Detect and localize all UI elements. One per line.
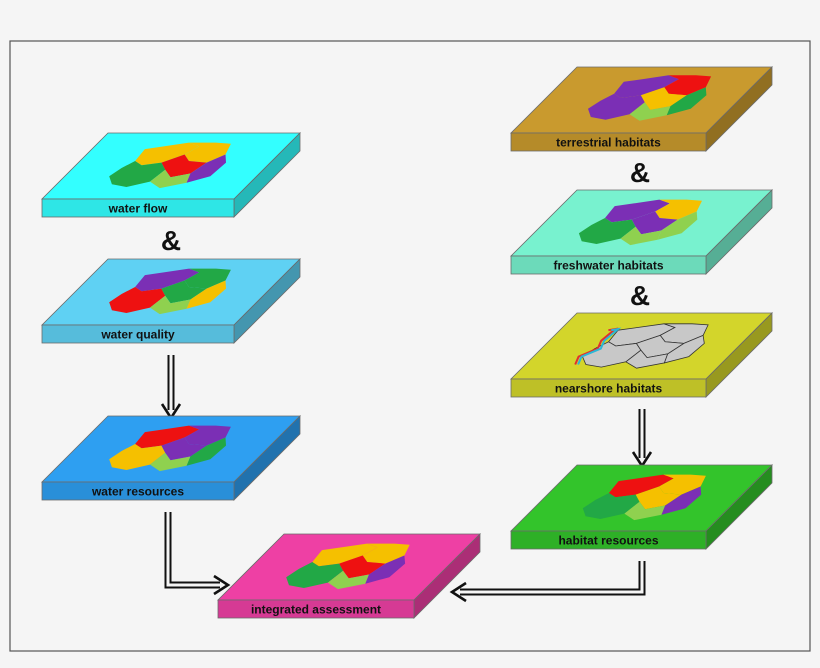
water-resources-map [109,425,231,472]
arrow-habitat-resources-to-integrated-assessment [449,561,646,603]
freshwater-habitats-map [578,199,702,246]
integrated-assessment-layer: integrated assessment [217,533,481,619]
terrestrial-habitats-map-region-a [614,75,679,98]
nearshore-habitats-map [574,323,709,369]
nearshore-habitats-layer: nearshore habitats [510,312,773,398]
integrated-assessment-label: integrated assessment [251,603,381,617]
integrated-assessment-map-region-d [339,555,386,579]
terrestrial-habitats-map-region-b [664,75,712,96]
freshwater-habitats-map-region-f [657,211,698,240]
water-quality-label: water quality [100,328,175,342]
water-quality-front-face [41,324,235,344]
water-quality-map-region-d [161,280,207,304]
water-resources-map-region-a [135,425,200,449]
water-resources-map-region-e [150,452,191,472]
water-flow-map [109,142,231,189]
ampersand-terrestrial-habitats: & [630,157,650,188]
water-resources-label: water resources [91,485,184,499]
water-quality-map-region-b [184,268,231,289]
water-flow-map-region-d [161,154,207,178]
water-quality-map-region-f [186,280,226,309]
arrow-water-resources-to-integrated-assessment [164,512,231,596]
habitat-resources-front-face [510,530,707,550]
integrated-assessment-map-region-b [362,543,410,564]
ampersand-freshwater-habitats: & [630,280,650,311]
water-resources-front-face [41,481,235,501]
freshwater-habitats-map-region-a [605,199,670,223]
water-flow-map-region-f [186,154,226,183]
nearshore-habitats-label: nearshore habitats [555,382,663,396]
arrow-shaft-inner [166,512,220,587]
habitat-resources-map [582,474,706,521]
terrestrial-habitats-map-region-e [629,102,671,121]
habitat-resources-map-region-d [635,486,682,510]
water-resources-map-region-d [161,437,207,461]
ampersand-water-flow: & [161,225,181,256]
nearshore-habitats-map-region-f [663,334,705,364]
freshwater-habitats-map-region-b [655,199,702,220]
water-resources-map-region-c [109,444,166,470]
water-resources-layer: water resources [41,415,301,501]
integrated-assessment-map-region-a [312,543,378,567]
water-resources-map-region-f [186,437,226,466]
water-quality-map-region-e [150,295,191,315]
water-resources-map-region-b [184,425,231,446]
habitat-resources-layer: habitat resources [510,464,773,550]
habitat-resources-map-region-a [608,474,674,498]
freshwater-habitats-layer: freshwater habitats [510,189,773,275]
terrestrial-habitats-front-face [510,132,707,152]
arrow-shaft-inner [460,561,644,594]
water-quality-map [109,268,231,315]
water-flow-front-face [41,198,235,218]
water-flow-map-region-c [109,161,166,187]
habitat-resources-map-region-e [624,501,666,521]
water-flow-map-region-e [150,169,191,189]
terrestrial-habitats-map-region-d [640,87,687,110]
integrated-assessment-map-region-e [327,570,369,590]
integrated-assessment-map-region-f [365,555,406,584]
terrestrial-habitats-layer: terrestrial habitats [510,66,773,152]
layer-plates: water flow water quality water resources in… [41,66,773,619]
water-flow-map-region-a [135,142,200,166]
water-quality-map-region-c [109,287,166,313]
habitat-resources-map-region-c [582,493,640,519]
freshwater-habitats-map-region-c [578,218,636,244]
terrestrial-habitats-map-region-c [588,93,645,120]
water-flow-layer: water flow [41,132,301,218]
connectors: & & & [161,157,653,603]
arrow-head [213,574,231,596]
water-quality-layer: water quality [41,258,301,344]
freshwater-habitats-map-region-e [620,226,662,246]
freshwater-habitats-label: freshwater habitats [553,259,663,273]
freshwater-habitats-front-face [510,255,707,275]
freshwater-habitats-map-region-d [631,211,678,235]
water-flow-map-region-b [184,142,231,163]
integrated-assessment-front-face [217,599,415,619]
water-flow-label: water flow [108,202,168,216]
terrestrial-habitats-map [588,75,712,121]
integrated-assessment-map-region-c [286,562,344,588]
water-quality-map-region-a [135,268,200,292]
nearshore-coastline-blue [577,327,622,365]
terrestrial-habitats-label: terrestrial habitats [556,136,661,150]
habitat-resources-map-region-b [659,474,706,495]
habitat-resources-map-region-f [661,486,702,515]
terrestrial-habitats-map-region-f [666,87,707,116]
habitat-resources-label: habitat resources [558,534,658,548]
nearshore-habitats-front-face [510,378,707,398]
integrated-assessment-map [286,543,410,590]
arrow-head [449,581,467,603]
